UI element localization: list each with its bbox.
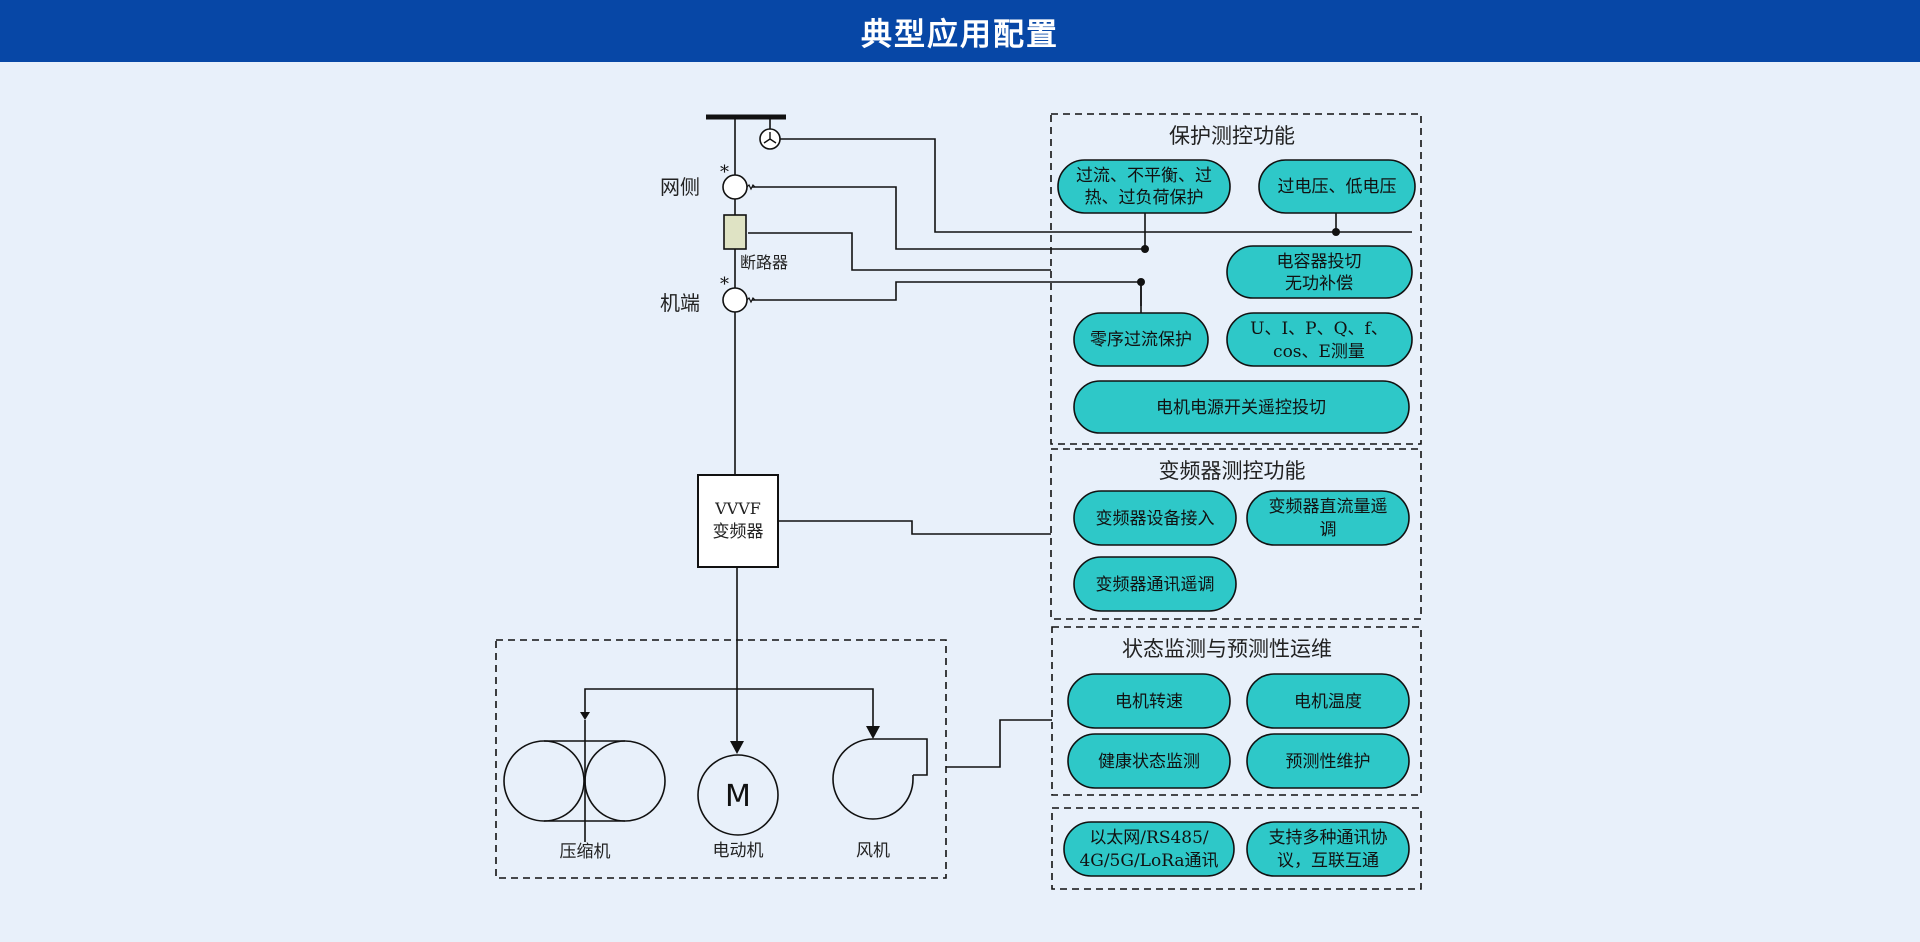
pill-text-line: 电机电源开关遥控投切 — [1156, 398, 1326, 418]
pill-text-line: 无功补偿 — [1285, 274, 1353, 294]
pill-text-line: cos、E测量 — [1273, 342, 1365, 362]
compressor-icon — [503, 720, 666, 842]
arrow-to-motor — [730, 741, 744, 754]
protection-pill-measurement: U、I、P、Q、f、 cos、E测量 — [1226, 312, 1413, 367]
pill-text-line: 过电压、低电压 — [1278, 177, 1397, 197]
machine-ct-signal-line — [752, 281, 1142, 306]
condition-group-box — [1051, 626, 1422, 796]
pill-text-line: 热、过负荷保护 — [1085, 188, 1204, 208]
grid-side-label: 网侧 — [660, 175, 700, 199]
comm-pill-protocols: 以太网/RS485/ 4G/5G/LoRa通讯 — [1063, 821, 1235, 877]
comm-group-box — [1051, 807, 1422, 890]
fan-label: 风机 — [856, 841, 890, 861]
inverter-group-title: 变频器测控功能 — [1159, 459, 1306, 483]
arrowheads — [580, 712, 880, 754]
pill-text-line: 变频器通讯遥调 — [1096, 575, 1215, 595]
condition-pill-predictive: 预测性维护 — [1246, 733, 1410, 789]
inverter-pill-dc-adjust: 变频器直流量遥 调 — [1246, 490, 1410, 546]
comm-pill-interop: 支持多种通讯协 议，互联互通 — [1246, 821, 1410, 877]
junction-dot — [1137, 278, 1145, 286]
motor-letter: M — [725, 779, 751, 814]
arrow-to-fan — [866, 726, 880, 739]
breaker-signal-line — [748, 232, 1051, 271]
machine-ct-icon — [722, 287, 756, 313]
pill-text-line: 电机转速 — [1115, 692, 1183, 712]
pill-text-line: 议，互联互通 — [1277, 851, 1379, 871]
voltage-transformer-icon — [759, 128, 781, 150]
breaker-label: 断路器 — [740, 253, 788, 272]
protection-pill-overcurrent: 过流、不平衡、过 热、过负荷保护 — [1057, 159, 1231, 214]
junction-dot — [1332, 228, 1340, 236]
star-mark-1: * — [720, 162, 729, 183]
motor-label: 电动机 — [713, 841, 764, 861]
star-mark-2: * — [720, 274, 729, 295]
pill-text-line: 零序过流保护 — [1090, 330, 1192, 350]
junction-dot — [1141, 245, 1149, 253]
pill-text-line: 支持多种通讯协 — [1269, 828, 1388, 848]
motor-icon — [697, 754, 779, 836]
pill-text-line: 电机温度 — [1294, 692, 1362, 712]
machine-end-label: 机端 — [660, 291, 700, 315]
inverter-pill-device-access: 变频器设备接入 — [1073, 490, 1237, 546]
fan-icon — [832, 738, 928, 820]
condition-pill-motor-temp: 电机温度 — [1246, 673, 1410, 729]
junction-dots — [1137, 228, 1340, 286]
load-group-box — [495, 639, 947, 879]
pill-text-line: 调 — [1320, 520, 1337, 540]
inverter-group-box — [1050, 448, 1422, 620]
pill-text-line: U、I、P、Q、f、 — [1250, 319, 1388, 339]
pill-text-line: 过流、不平衡、过 — [1076, 166, 1212, 186]
vvvf-label-line1: VVVF — [714, 499, 761, 518]
connection-lines — [584, 114, 1412, 768]
grid-ct-icon — [722, 174, 756, 200]
pill-text-line: 变频器直流量遥 — [1269, 497, 1388, 517]
condition-pill-motor-speed: 电机转速 — [1067, 673, 1231, 729]
compressor-label: 压缩机 — [560, 842, 611, 862]
vvvf-label-line2: 变频器 — [713, 522, 764, 542]
pill-text-line: 以太网/RS485/ — [1089, 828, 1209, 848]
load-signal-line — [946, 719, 1052, 768]
inverter-pill-comm-adjust: 变频器通讯遥调 — [1073, 556, 1237, 612]
protection-group-box — [1050, 113, 1422, 445]
pt-signal-line — [780, 138, 1412, 233]
arrow-to-compressor — [580, 712, 590, 720]
protection-pill-capacitor: 电容器投切 无功补偿 — [1226, 245, 1413, 299]
grid-ct-signal-line — [752, 186, 1145, 250]
page-title: 典型应用配置 — [861, 16, 1059, 53]
pill-text-line: 电容器投切 — [1277, 252, 1362, 272]
pill-text-line: 预测性维护 — [1286, 752, 1371, 772]
pill-text-line: 健康状态监测 — [1098, 752, 1200, 772]
vvvf-box — [697, 474, 779, 568]
protection-group-title: 保护测控功能 — [1169, 124, 1295, 148]
pill-text-line: 变频器设备接入 — [1096, 509, 1215, 529]
condition-group-title: 状态监测与预测性运维 — [1122, 637, 1332, 661]
protection-pill-zero-sequence: 零序过流保护 — [1073, 312, 1209, 367]
load-branch-line — [584, 688, 874, 730]
condition-pill-health: 健康状态监测 — [1067, 733, 1231, 789]
protection-pill-voltage: 过电压、低电压 — [1258, 159, 1416, 214]
header-bar: 典型应用配置 — [0, 0, 1920, 62]
protection-pill-remote-switch: 电机电源开关遥控投切 — [1073, 380, 1410, 434]
pill-text-line: 4G/5G/LoRa通讯 — [1079, 851, 1218, 871]
vvvf-signal-line — [779, 520, 1051, 535]
breaker-icon — [723, 214, 747, 250]
